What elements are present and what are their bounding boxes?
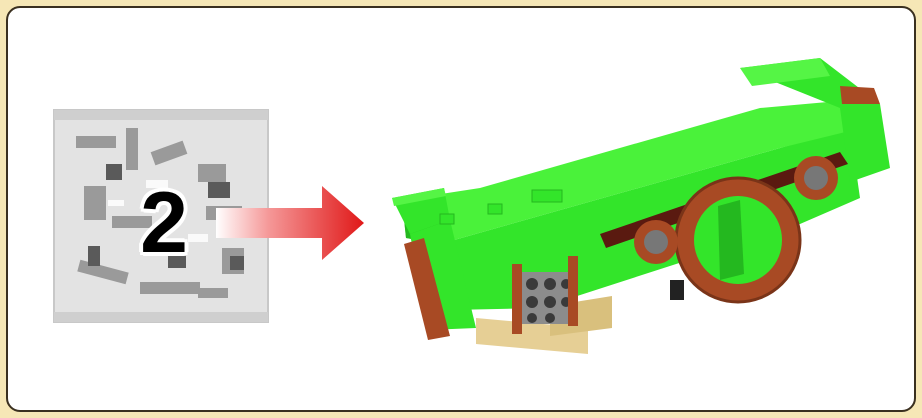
step-number: 2: [119, 180, 209, 266]
build-result-icon: [380, 48, 900, 378]
instruction-panel: 2: [6, 6, 916, 412]
right-arrow-icon: [216, 186, 366, 260]
